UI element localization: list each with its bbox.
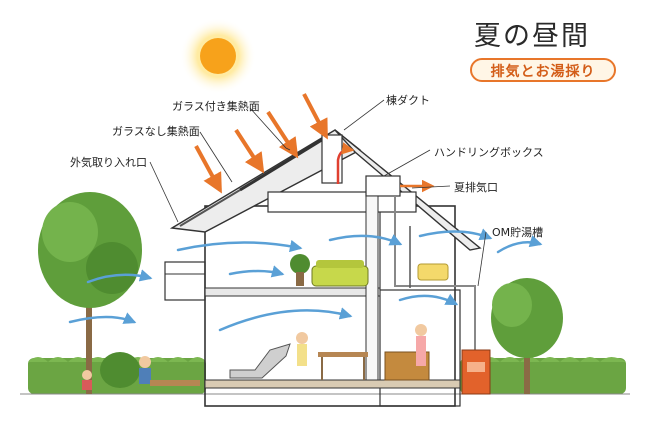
label-om-tank: OM貯湯槽 bbox=[492, 226, 544, 239]
hedge-right bbox=[460, 357, 626, 394]
label-noglass-collector: ガラスなし集熱面 bbox=[112, 125, 200, 138]
air-flow-arrows bbox=[68, 228, 543, 332]
upper-room-furniture bbox=[290, 226, 449, 288]
solar-arrows bbox=[194, 93, 435, 194]
leader-lines bbox=[149, 99, 487, 287]
tree-left bbox=[38, 192, 142, 394]
tree-right bbox=[491, 278, 563, 394]
label-ridge-duct: 棟ダクト bbox=[386, 94, 430, 107]
page-title: 夏の昼間 bbox=[474, 21, 590, 52]
bush-small bbox=[100, 352, 140, 388]
house bbox=[164, 129, 482, 407]
label-air-intake: 外気取り入れ口 bbox=[70, 156, 147, 169]
label-summer-exhaust: 夏排気口 bbox=[454, 181, 498, 194]
sun-icon bbox=[180, 18, 256, 94]
mode-badge: 排気とお湯採り bbox=[470, 58, 616, 82]
lower-room-furniture bbox=[82, 324, 430, 390]
om-tank bbox=[461, 349, 491, 395]
label-glass-collector: ガラス付き集熱面 bbox=[172, 100, 260, 113]
label-handling-box: ハンドリングボックス bbox=[434, 146, 544, 159]
